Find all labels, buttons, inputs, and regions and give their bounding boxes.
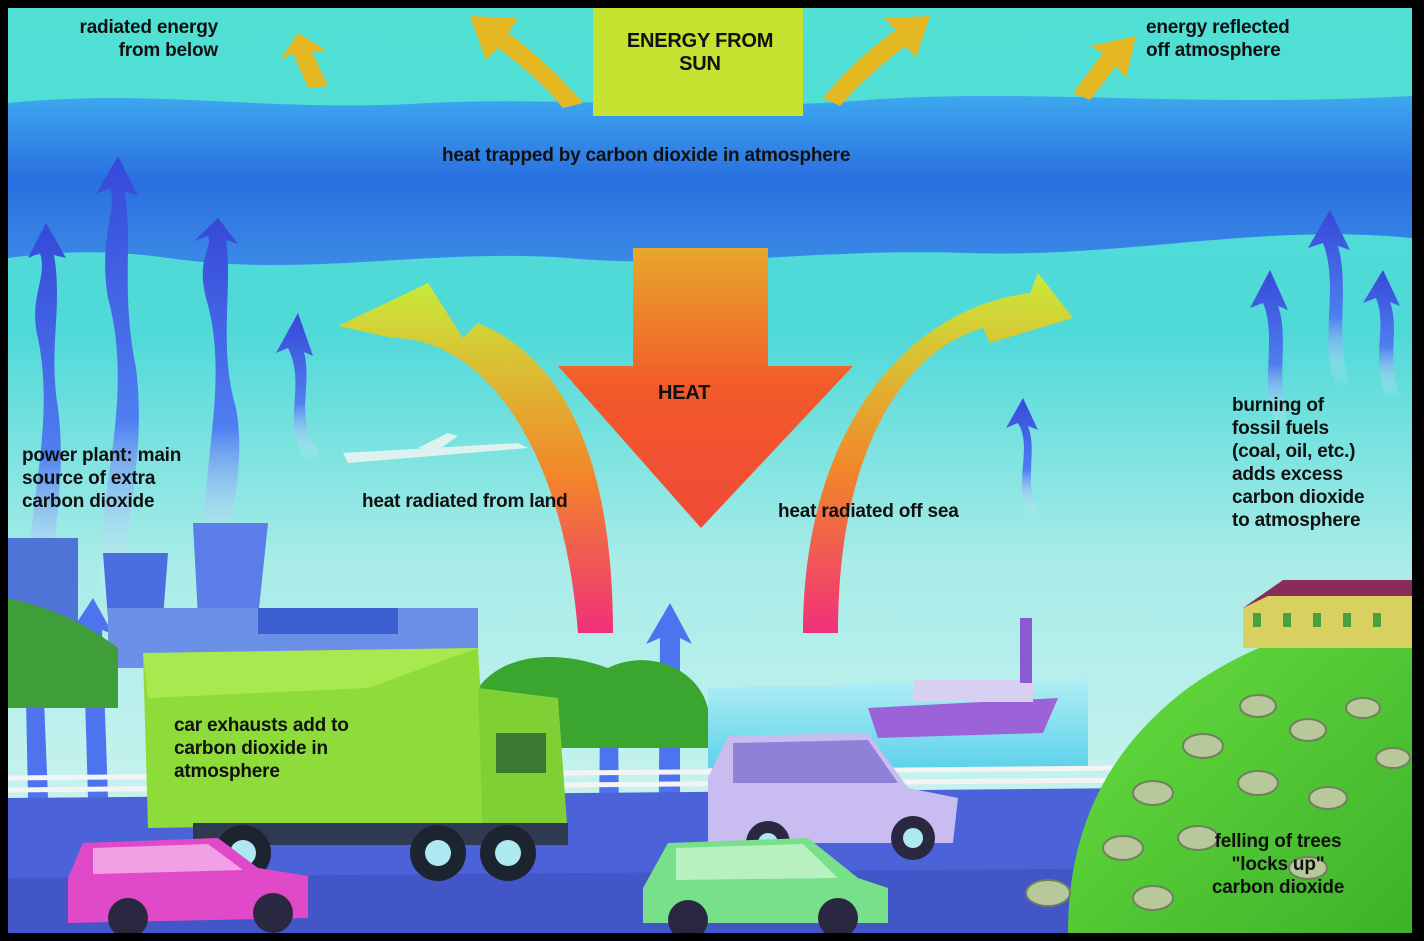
heat-label: HEAT [658,382,711,404]
green-car [643,838,888,933]
co2-rising-arrows-right [1006,210,1400,518]
pink-car [68,838,308,933]
ship [868,618,1058,738]
hill-left [8,598,118,708]
heat-trapped-label: heat trapped by carbon dioxide in atmosp… [442,145,851,166]
energy-from-sun-label: ENERGY FROM SUN [626,30,774,75]
tree-stumps [1025,694,1411,911]
greenhouse-diagram: radiated energy from below ENERGY FROM S… [8,8,1412,933]
truck [143,648,568,881]
heat-sea-arrow [803,273,1073,633]
airplane [343,433,528,463]
van [708,733,958,865]
heat-land-label: heat radiated from land [362,491,568,512]
heat-down-arrow [558,248,853,528]
hill-right [1068,608,1412,933]
heat-sea-label: heat radiated off sea [778,501,959,522]
co2-atmosphere-band [8,96,1412,266]
sun-energy-box [593,8,803,116]
felling-trees-label: felling of trees "locks up" carbon dioxi… [1211,831,1345,898]
reflected-energy-arrows [280,16,1136,108]
factory [1243,580,1412,648]
energy-reflected-label: energy reflected off atmosphere [1146,17,1290,61]
car-exhausts-label: car exhausts add to carbon dioxide in at… [174,715,349,782]
radiated-energy-label: radiated energy from below [79,17,219,61]
power-plant-label: power plant: main source of extra carbon… [22,445,182,512]
diagram-canvas [8,8,1412,933]
heat-land-arrow [338,283,613,633]
fossil-fuels-label: burning of fossil fuels (coal, oil, etc.… [1232,395,1365,531]
